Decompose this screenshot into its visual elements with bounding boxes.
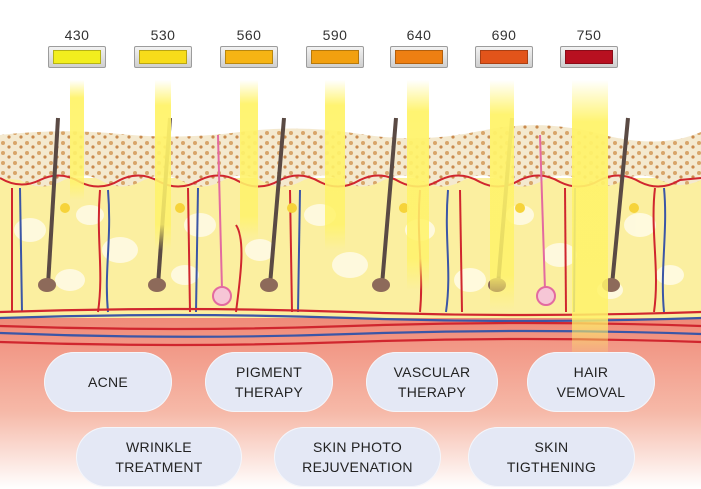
filter-lens	[311, 50, 359, 64]
light-beams	[70, 80, 608, 360]
treatment-label: SKIN PHOTO REJUVENATION	[302, 439, 413, 475]
filter-lens	[480, 50, 528, 64]
filter-640: 640	[389, 26, 449, 76]
treatment-label: HAIR VEMOVAL	[556, 364, 626, 400]
filter-label: 690	[491, 27, 517, 43]
treatment-wrinkle: WRINKLE TREATMENT	[76, 427, 242, 487]
filter-lens	[565, 50, 613, 64]
filter-cartridge	[48, 46, 106, 68]
treatment-skin-photo-rejuvenation: SKIN PHOTO REJUVENATION	[274, 427, 441, 487]
filter-530: 530	[133, 26, 193, 76]
filter-lens	[225, 50, 273, 64]
filter-label: 750	[576, 27, 602, 43]
treatment-skin-tightening: SKIN TIGTHENING	[468, 427, 635, 487]
filter-lens	[395, 50, 443, 64]
filter-cartridge	[220, 46, 278, 68]
filter-cartridge	[475, 46, 533, 68]
treatment-label: ACNE	[87, 374, 129, 390]
treatment-vascular-therapy: VASCULAR THERAPY	[366, 352, 498, 412]
filter-cartridge	[390, 46, 448, 68]
sweat-glands	[212, 134, 556, 306]
filter-750: 750	[559, 26, 619, 76]
filter-label: 590	[322, 27, 348, 43]
fat-cells	[14, 204, 684, 299]
filter-590: 590	[305, 26, 365, 76]
filter-label: 640	[406, 27, 432, 43]
filter-label: 430	[64, 27, 90, 43]
filter-430: 430	[47, 26, 107, 76]
filter-lens	[139, 50, 187, 64]
treatment-label: PIGMENT THERAPY	[234, 364, 304, 400]
treatment-pigment-therapy: PIGMENT THERAPY	[205, 352, 333, 412]
filter-690: 690	[474, 26, 534, 76]
epidermis-layer	[0, 125, 701, 187]
filter-cartridge	[134, 46, 192, 68]
filter-cartridge	[306, 46, 364, 68]
filter-cartridge	[560, 46, 618, 68]
filter-lens	[53, 50, 101, 64]
treatment-label: VASCULAR THERAPY	[393, 364, 471, 400]
treatment-hair-removal: HAIR VEMOVAL	[527, 352, 655, 412]
treatment-label: SKIN TIGTHENING	[506, 439, 597, 475]
filter-label: 530	[150, 27, 176, 43]
treatment-label: WRINKLE TREATMENT	[115, 439, 203, 475]
treatment-acne: ACNE	[44, 352, 172, 412]
filter-label: 560	[236, 27, 262, 43]
filter-560: 560	[219, 26, 279, 76]
